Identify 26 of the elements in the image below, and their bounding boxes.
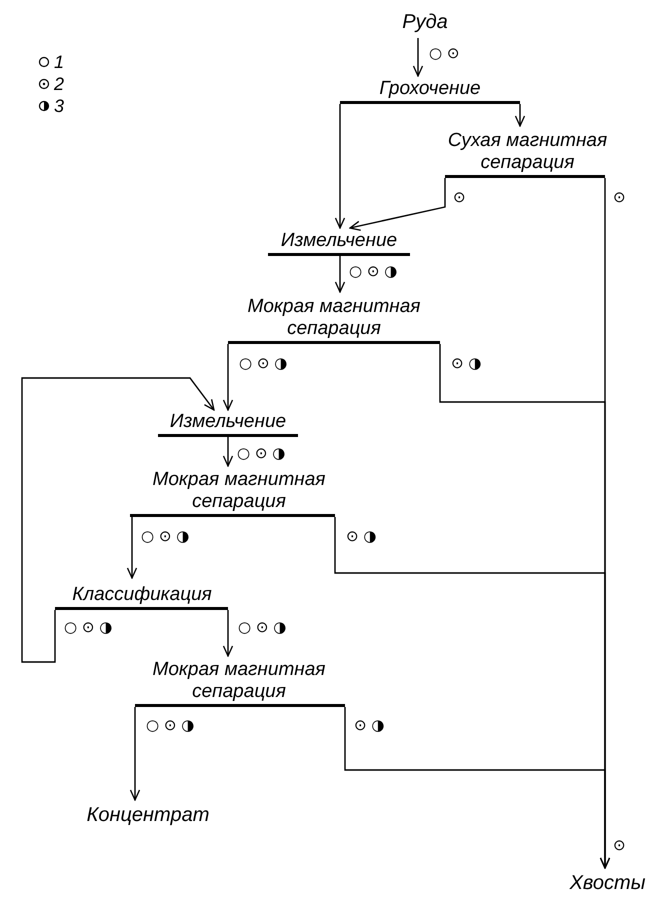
process-step-label: Измельчение (280, 229, 398, 252)
flow-arrow (334, 104, 346, 229)
process-step-label: Мокрая магнитная сепарация (152, 658, 326, 703)
process-step-label: Измельчение (168, 410, 288, 433)
flow-arrow (126, 517, 138, 579)
process-step-label: Мокрая магнитная сепарация (152, 468, 326, 513)
flow-arrow (349, 178, 446, 231)
flow-arrow (222, 344, 234, 411)
legend-label: 2 (54, 74, 64, 94)
process-step-label: Грохочение (378, 77, 482, 100)
legend-label: 1 (54, 52, 64, 72)
process-step-label: Мокрая магнитная сепарация (246, 295, 422, 340)
flow-arrow (222, 610, 234, 657)
process-step-label: Классификация (71, 583, 213, 606)
flow-arrow (514, 104, 526, 127)
product-label: Хвосты (565, 868, 650, 898)
flow-arrow (222, 437, 234, 467)
flow-arrow (412, 38, 424, 77)
product-label: Концентрат (78, 800, 218, 830)
legend-label: 3 (54, 96, 64, 116)
flow-arrow (334, 256, 346, 293)
product-label: Руда (395, 6, 455, 38)
flow-arrow (21, 377, 215, 663)
process-step-label: Сухая магнитная сепарация (446, 129, 608, 174)
flow-arrow (344, 707, 610, 869)
flow-arrow (130, 707, 140, 801)
